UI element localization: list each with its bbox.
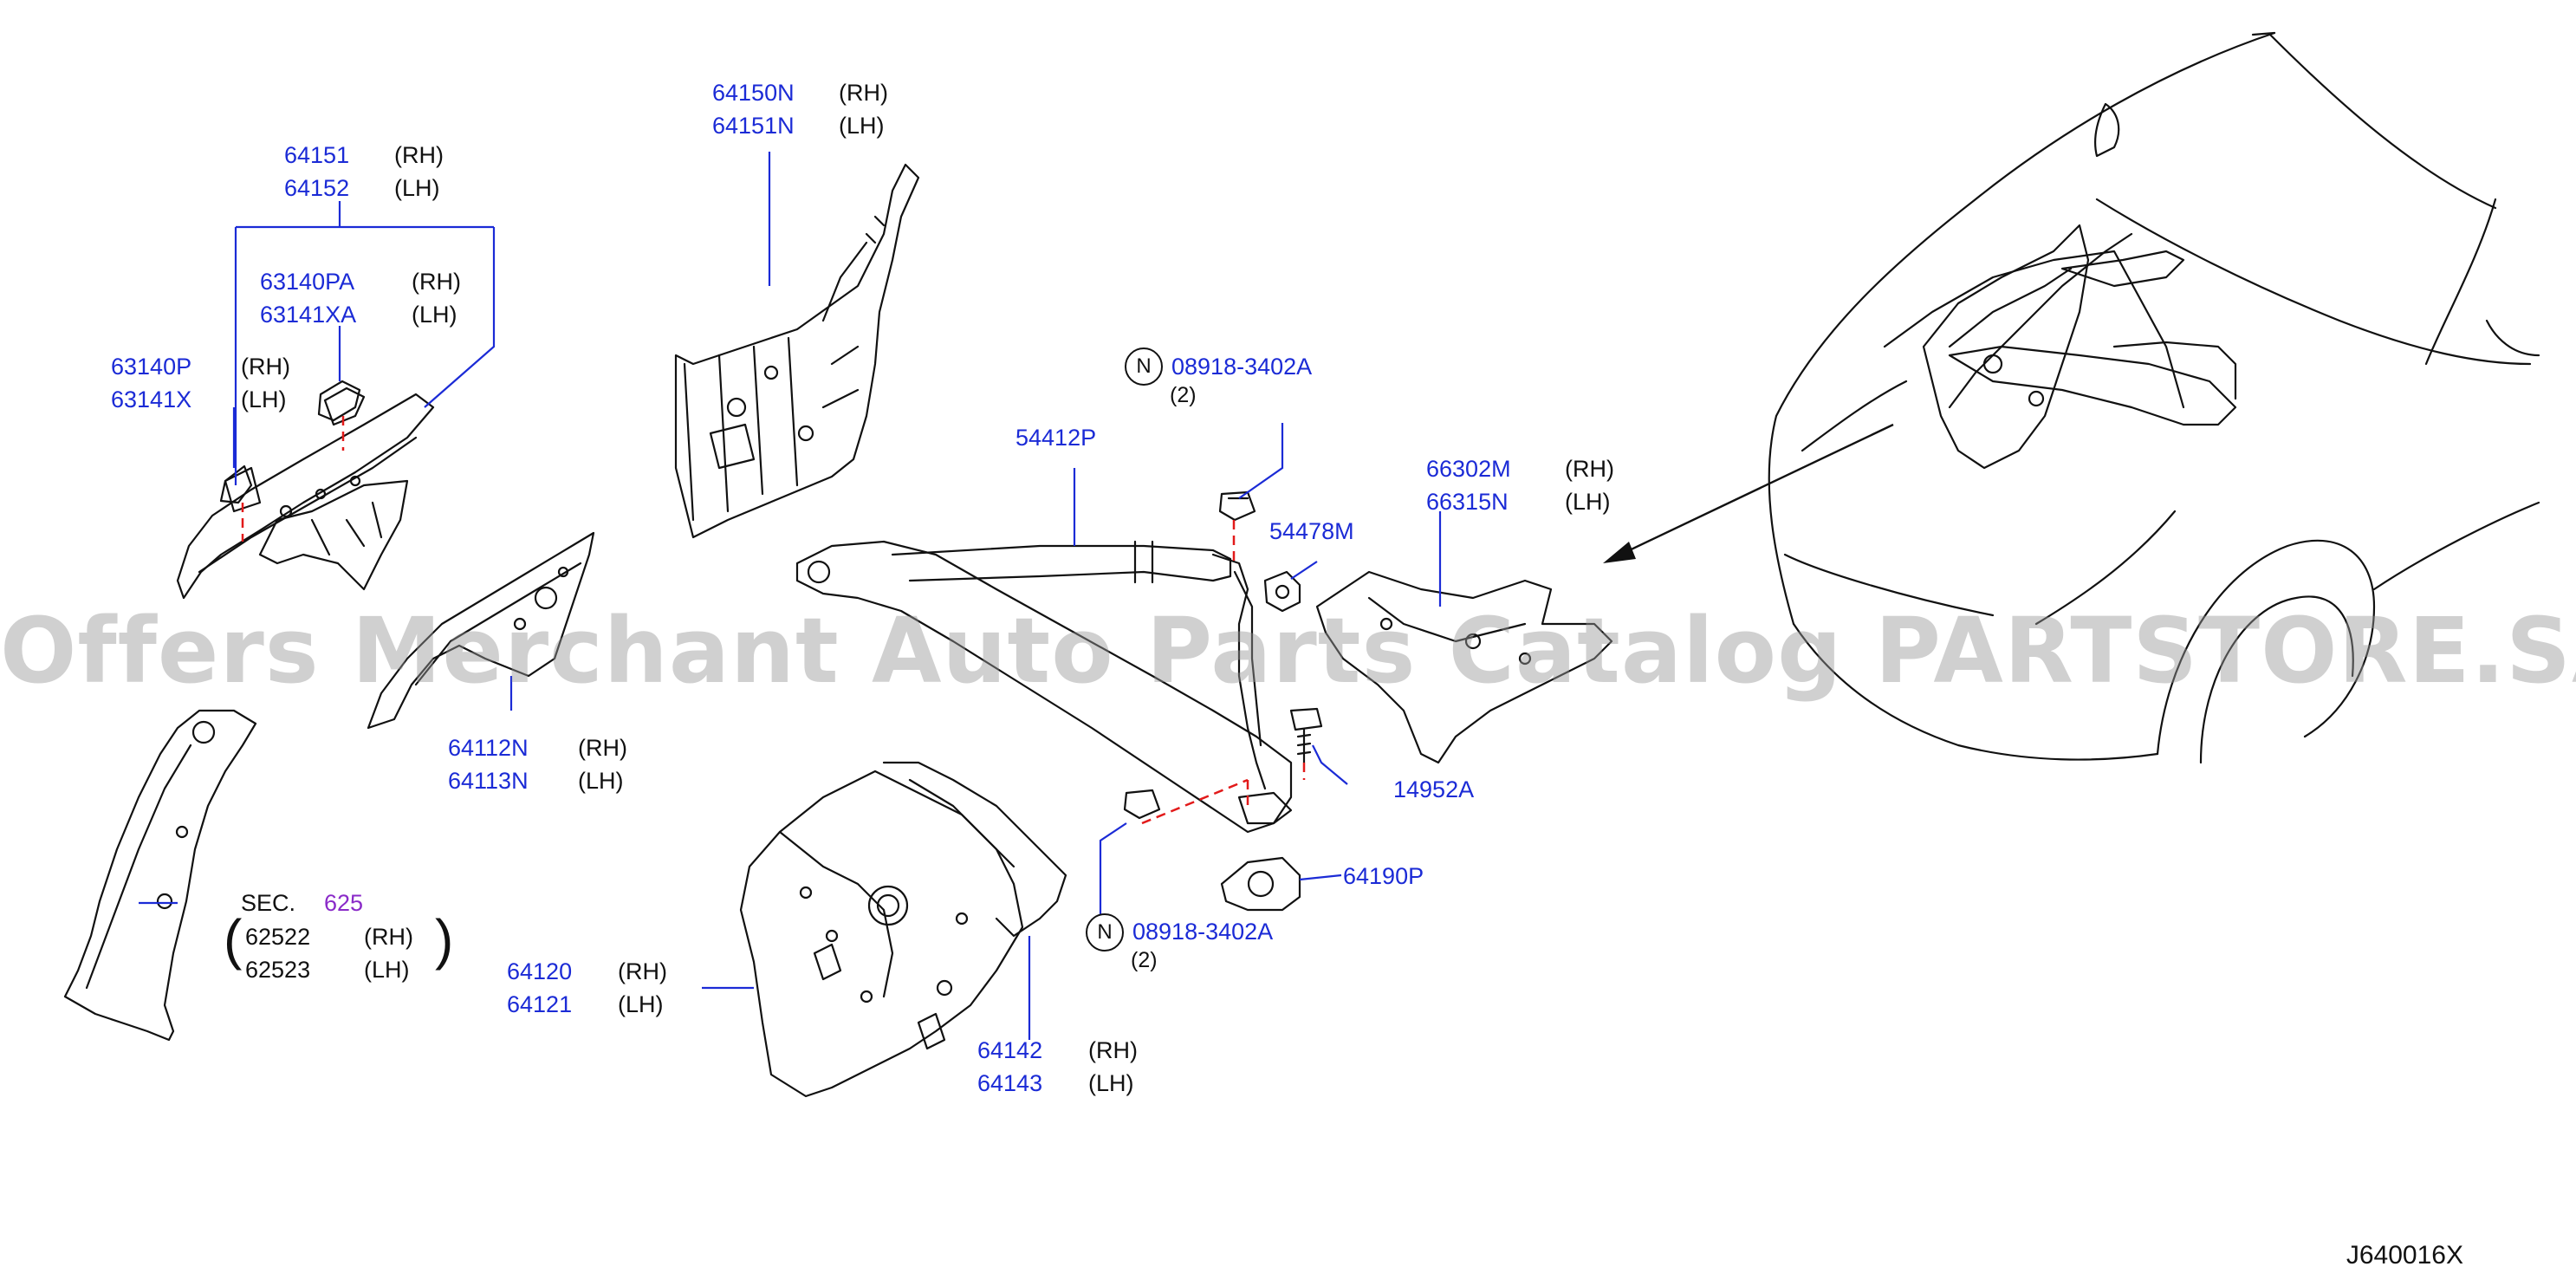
n-symbol-badge: N xyxy=(1125,347,1163,386)
clip-part-63140P xyxy=(219,464,253,504)
part-number-62522: 62522 xyxy=(245,924,311,950)
fastener-nut-upper xyxy=(1218,490,1256,522)
figure-code: J640016X xyxy=(2346,1241,2463,1270)
side-label: (RH) xyxy=(839,80,888,106)
callout-arrow xyxy=(1603,423,1894,563)
fastener-bolt xyxy=(1289,707,1323,764)
part-number-64143[interactable]: 64143 xyxy=(977,1070,1043,1096)
clip-part-63140PA xyxy=(317,380,361,422)
side-label: (RH) xyxy=(1088,1037,1138,1063)
part-number-64190P[interactable]: 64190P xyxy=(1343,863,1424,889)
hoodledge-reinforcement-part xyxy=(63,709,257,1042)
side-label: (RH) xyxy=(394,142,444,168)
part-number-64113N[interactable]: 64113N xyxy=(448,768,529,794)
quantity-label: (2) xyxy=(1170,383,1197,407)
side-label: (LH) xyxy=(1565,489,1611,515)
part-number-66302M[interactable]: 66302M xyxy=(1426,456,1511,482)
side-label: (LH) xyxy=(394,175,440,201)
close-bracket: ) xyxy=(435,908,454,971)
part-number-64151N[interactable]: 64151N xyxy=(712,113,795,139)
vehicle-outline xyxy=(1768,31,2540,764)
side-label: (RH) xyxy=(412,269,461,295)
strut-housing-assembly-part xyxy=(739,761,1067,1098)
part-number-64142[interactable]: 64142 xyxy=(977,1037,1043,1063)
front-side-bracket-part xyxy=(367,531,595,730)
part-number-63140P[interactable]: 63140P xyxy=(111,354,192,380)
part-number-63140PA[interactable]: 63140PA xyxy=(260,269,355,295)
leader-lines xyxy=(139,152,1442,1040)
side-label: (RH) xyxy=(364,924,413,950)
part-number-54412P[interactable]: 54412P xyxy=(1015,425,1097,451)
side-label: (RH) xyxy=(618,958,667,984)
bushing-part-54478M xyxy=(1263,570,1301,613)
part-number-62523: 62523 xyxy=(245,957,311,983)
side-label: (LH) xyxy=(618,991,664,1017)
part-number-64120[interactable]: 64120 xyxy=(507,958,573,984)
side-label: (LH) xyxy=(412,302,457,328)
side-label: (LH) xyxy=(241,386,287,412)
part-number-63141XA[interactable]: 63141XA xyxy=(260,302,357,328)
side-label: (LH) xyxy=(1088,1070,1134,1096)
side-label: (RH) xyxy=(578,735,627,761)
alignment-dashes xyxy=(241,416,1306,825)
part-number-63141X[interactable]: 63141X xyxy=(111,386,192,412)
hood-ledge-bracket-part xyxy=(176,386,435,600)
part-number-64112N[interactable]: 64112N xyxy=(448,735,529,761)
gasket-plate-part xyxy=(1220,856,1301,912)
part-number-14952A[interactable]: 14952A xyxy=(1393,776,1475,802)
quantity-label: (2) xyxy=(1131,948,1158,972)
side-label: (LH) xyxy=(364,957,410,983)
side-label: (LH) xyxy=(839,113,885,139)
part-number-64152[interactable]: 64152 xyxy=(284,175,350,201)
part-number-64150N[interactable]: 64150N xyxy=(712,80,795,106)
open-bracket: ( xyxy=(224,908,243,971)
part-number-54478M[interactable]: 54478M xyxy=(1269,518,1354,544)
upper-apron-panel-part xyxy=(674,163,920,539)
strut-tower-bar-part xyxy=(795,540,1293,834)
section-number-link[interactable]: 625 xyxy=(324,890,364,916)
side-label: (RH) xyxy=(241,354,290,380)
side-label: (LH) xyxy=(578,768,624,794)
side-label: (RH) xyxy=(1565,456,1614,482)
part-number-64121[interactable]: 64121 xyxy=(507,991,573,1017)
section-label: SEC. xyxy=(241,890,296,916)
n-symbol-badge: N xyxy=(1086,913,1124,952)
part-number-08918-3402A-lower[interactable]: 08918-3402A xyxy=(1132,919,1274,945)
part-number-08918-3402A-upper[interactable]: 08918-3402A xyxy=(1171,354,1313,380)
fastener-nut-lower xyxy=(1123,789,1161,820)
watermark-text: Offers Merchant Auto Parts Catalog PARTS… xyxy=(0,598,2576,704)
cowl-side-bracket-part xyxy=(1315,570,1613,764)
part-number-64151[interactable]: 64151 xyxy=(284,142,350,168)
part-number-66315N[interactable]: 66315N xyxy=(1426,489,1509,515)
vehicle-inset-parts xyxy=(1922,224,2237,470)
